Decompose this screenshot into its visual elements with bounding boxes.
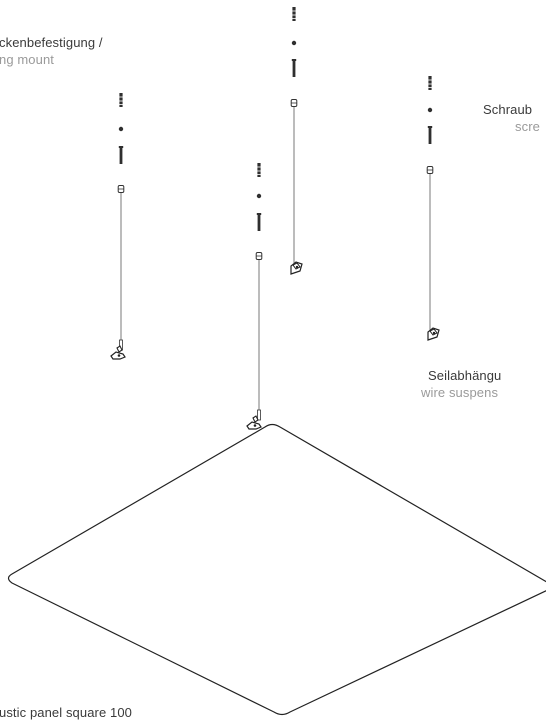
suspension-set-center <box>246 162 263 430</box>
ceiling-mount-label-de: ckenbefestigung / <box>0 35 103 50</box>
wall-plug-icon <box>427 75 433 91</box>
wire-top-cap-icon <box>290 99 298 107</box>
wire-suspension-label-en: wire suspens <box>421 385 499 400</box>
panel-label-text: ustic panel square 100 <box>0 705 133 720</box>
suspension-set-right <box>426 75 440 341</box>
wire-top-cap-icon <box>117 185 125 193</box>
screws-label-en: scre <box>515 119 540 134</box>
screws-label-de: Schraub <box>483 102 533 117</box>
suspension-set-top-center <box>290 6 303 275</box>
ceiling-mount-label-en: ng mount <box>0 52 55 67</box>
screws-label: Schraub scre <box>483 101 540 135</box>
suspension-set-left <box>110 92 126 360</box>
ceiling-hook-icon <box>290 261 303 275</box>
screw-icon <box>427 126 433 144</box>
ceiling-hook-icon <box>110 345 126 360</box>
screw-icon <box>256 213 262 231</box>
acoustic-panel-outline <box>7 423 546 716</box>
washer-icon <box>256 193 262 199</box>
washer-icon <box>118 126 124 132</box>
wall-plug-icon <box>118 92 124 108</box>
screw-icon <box>118 146 124 164</box>
panel-label: ustic panel square 100 <box>0 704 132 720</box>
wall-plug-icon <box>256 162 262 178</box>
wire-suspension-label: Seilabhängu wire suspens <box>421 367 502 401</box>
screw-icon <box>291 59 297 77</box>
washer-icon <box>291 40 297 46</box>
wire-suspension-label-de: Seilabhängu <box>428 368 502 383</box>
wall-plug-icon <box>291 6 297 22</box>
wire-top-cap-icon <box>255 252 263 260</box>
wire-top-cap-icon <box>426 166 434 174</box>
ceiling-mount-label: ckenbefestigung / ng mount <box>0 34 103 68</box>
washer-icon <box>427 107 433 113</box>
